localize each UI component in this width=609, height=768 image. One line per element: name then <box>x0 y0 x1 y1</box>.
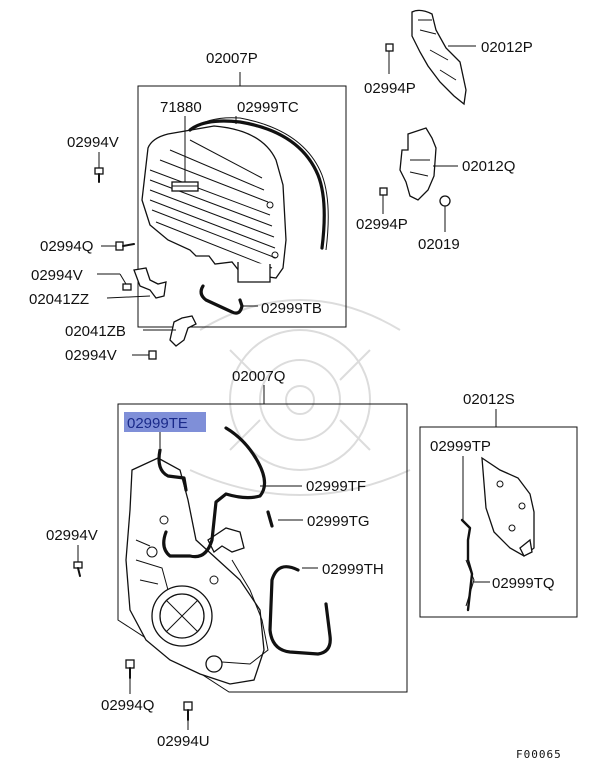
group-02012s <box>419 409 578 618</box>
bracket-02041zz <box>106 267 167 299</box>
label-02999tp[interactable]: 02999TP <box>430 438 491 455</box>
label-02041zb[interactable]: 02041ZB <box>65 323 126 340</box>
label-02012q[interactable]: 02012Q <box>462 158 515 175</box>
watermark-emblem <box>189 299 411 496</box>
label-02999te[interactable]: 02999TE <box>127 415 188 432</box>
gasket-02999tb <box>199 284 244 315</box>
bolt-02994v-3 <box>132 350 157 360</box>
label-02994v-2[interactable]: 02994V <box>31 267 83 284</box>
label-02999tb[interactable]: 02999TB <box>261 300 322 317</box>
label-71880[interactable]: 71880 <box>160 99 202 116</box>
bolt-02994v-4 <box>73 545 83 577</box>
group-02007p <box>137 72 347 328</box>
bolt-02994u <box>183 701 193 730</box>
label-02999th[interactable]: 02999TH <box>322 561 384 578</box>
label-02012p[interactable]: 02012P <box>481 39 533 56</box>
gasket-02999te <box>157 448 188 492</box>
label-02999tf[interactable]: 02999TF <box>306 478 366 495</box>
label-02999tq[interactable]: 02999TQ <box>492 575 555 592</box>
group-02007q <box>117 385 408 693</box>
washer-02019 <box>439 195 451 232</box>
label-02994v-4[interactable]: 02994V <box>46 527 98 544</box>
gasket-02999tp <box>460 518 474 612</box>
label-02994v-1[interactable]: 02994V <box>67 134 119 151</box>
plate-02012p <box>411 9 476 106</box>
label-02994p-1[interactable]: 02994P <box>364 80 416 97</box>
bolt-02994p-1 <box>385 43 394 74</box>
gasket-02999tc <box>188 119 326 250</box>
label-02041zz[interactable]: 02041ZZ <box>29 291 89 308</box>
gasket-02999tg <box>266 510 274 528</box>
label-02994v-3[interactable]: 02994V <box>65 347 117 364</box>
label-02999tg[interactable]: 02999TG <box>307 513 370 530</box>
upper-timing-cover <box>141 125 287 283</box>
highlight-02999te <box>124 412 206 432</box>
gasket-02999th <box>268 565 332 656</box>
bolt-02994q-1 <box>101 241 135 251</box>
group-frame-02007q <box>117 403 408 693</box>
label-02994q-1[interactable]: 02994Q <box>40 238 93 255</box>
label-02019[interactable]: 02019 <box>418 236 460 253</box>
label-02999tc[interactable]: 02999TC <box>237 99 299 116</box>
label-02012s[interactable]: 02012S <box>463 391 515 408</box>
bracket-02041zb <box>143 315 197 347</box>
diagram-code: F00065 <box>516 748 562 761</box>
gasket-02999tf <box>162 426 267 559</box>
label-02007p[interactable]: 02007P <box>206 50 258 67</box>
label-02994u[interactable]: 02994U <box>157 733 210 750</box>
plate-02012s <box>481 456 535 557</box>
bracket-02012q <box>399 127 458 201</box>
group-frame-02007p <box>137 85 347 328</box>
lower-timing-cover <box>125 457 265 685</box>
bolt-02994p-2 <box>379 187 388 214</box>
label-02994p-2[interactable]: 02994P <box>356 216 408 233</box>
label-02994q-2[interactable]: 02994Q <box>101 697 154 714</box>
bolt-02994v-2 <box>97 273 132 291</box>
bolt-02994q-2 <box>125 659 135 694</box>
group-frame-02012s <box>419 426 578 618</box>
label-02007q[interactable]: 02007Q <box>232 368 285 385</box>
bolt-02994v-1 <box>94 152 104 183</box>
